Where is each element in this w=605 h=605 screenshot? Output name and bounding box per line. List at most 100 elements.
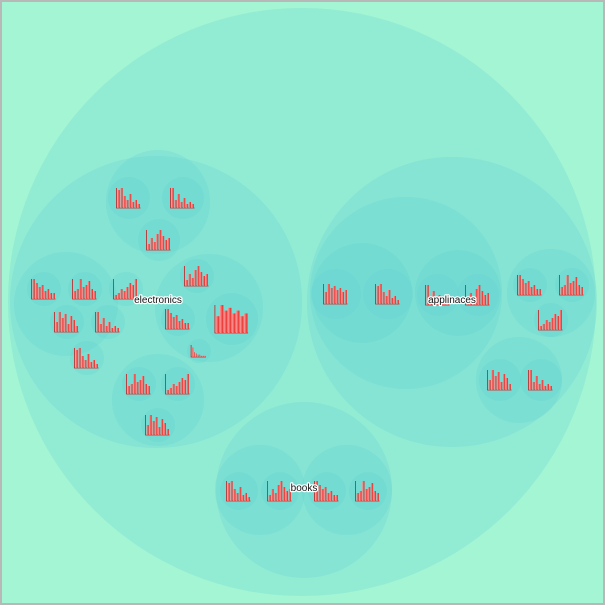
mini-bar (58, 312, 61, 332)
mini-bar (87, 354, 90, 368)
mini-bar (393, 296, 397, 304)
pack-circle (10, 156, 302, 448)
mini-bar (336, 290, 339, 304)
mini-bar (95, 364, 98, 368)
mini-bar (223, 310, 228, 333)
mini-bar (538, 289, 541, 295)
mini-bar-chart (559, 275, 584, 296)
mini-bar (535, 376, 538, 390)
mini-bar (539, 326, 542, 330)
mini-bar (469, 293, 472, 305)
mini-bar (327, 284, 330, 304)
mini-bar-chart (170, 188, 195, 209)
mini-bar (535, 289, 539, 295)
mini-bar (188, 202, 192, 208)
mini-bar (155, 417, 158, 435)
mini-bar (376, 286, 379, 304)
mini-bar (172, 317, 175, 329)
pack-circle (415, 250, 501, 336)
mini-bar-chart (226, 481, 251, 502)
mini-bar (191, 204, 194, 208)
mini-bar (247, 497, 250, 501)
mini-bar (166, 429, 169, 435)
mini-bar (38, 287, 41, 299)
mini-bar (563, 285, 566, 295)
mini-bar (382, 292, 385, 304)
mini-bar (81, 356, 84, 368)
mini-bar (502, 374, 506, 390)
mini-bar (359, 491, 362, 501)
mini-bar (549, 386, 552, 390)
pack-circle (302, 445, 392, 535)
mini-bar (480, 291, 484, 305)
mini-bar (486, 293, 489, 305)
mini-bar (524, 283, 527, 295)
mini-bar (175, 315, 178, 329)
mini-bar (271, 489, 274, 501)
mini-bar (559, 310, 562, 330)
mini-bar (117, 293, 120, 299)
mini-bar-chart (165, 309, 190, 330)
mini-bar (114, 295, 117, 299)
mini-bar (174, 200, 177, 208)
mini-bar-chart (267, 481, 292, 502)
mini-bar (76, 289, 79, 299)
mini-bar (67, 324, 70, 332)
mini-bar (96, 312, 99, 332)
mini-bar-chart (314, 481, 339, 502)
group-label-books: books (291, 483, 318, 494)
mini-bar-chart (165, 374, 190, 395)
mini-bar (335, 495, 338, 501)
mini-bar (134, 200, 138, 208)
mini-bar (163, 423, 167, 435)
mini-bar (113, 326, 117, 332)
mini-bar (139, 380, 142, 394)
mini-bar (202, 355, 204, 357)
mini-bar (44, 291, 47, 299)
mini-bar (230, 481, 233, 501)
mini-bar-chart (517, 275, 542, 296)
mini-bar (440, 301, 444, 305)
mini-bar (89, 362, 93, 368)
mini-bar (443, 299, 447, 305)
mini-bar (129, 194, 132, 208)
pack-circle (215, 445, 305, 535)
mini-bar (178, 382, 181, 394)
mini-bar (183, 198, 186, 208)
mini-bar (134, 279, 137, 299)
mini-bar (120, 188, 123, 208)
mini-bar (288, 489, 291, 501)
mini-bar (130, 384, 133, 394)
mini-bar (199, 272, 203, 286)
mini-bar (93, 291, 96, 299)
pack-circle (307, 157, 597, 447)
mini-bar (429, 297, 432, 305)
mini-bar (282, 487, 286, 501)
mini-bar (79, 279, 82, 299)
mini-bar (160, 419, 164, 435)
mini-bar (274, 493, 277, 501)
mini-bar (61, 318, 64, 332)
mini-bar (541, 380, 544, 390)
pack-circle (216, 402, 392, 578)
mini-bar (385, 296, 388, 304)
mini-bar (390, 298, 394, 304)
mini-bar-chart (323, 284, 348, 305)
mini-bar (227, 483, 230, 501)
pack-circle (513, 268, 547, 302)
mini-bar (127, 386, 130, 394)
mini-bar (178, 321, 181, 329)
mini-bar (376, 493, 379, 501)
mini-bar (244, 313, 248, 333)
mini-bar (543, 386, 547, 390)
mini-bar (483, 295, 487, 305)
mini-bar (156, 234, 159, 250)
mini-bar (388, 290, 391, 304)
mini-bar (491, 370, 494, 390)
mini-bar (227, 307, 232, 333)
mini-bar (280, 481, 283, 501)
mini-bar (197, 354, 199, 357)
mini-bar (244, 493, 248, 501)
mini-bar (175, 386, 178, 394)
